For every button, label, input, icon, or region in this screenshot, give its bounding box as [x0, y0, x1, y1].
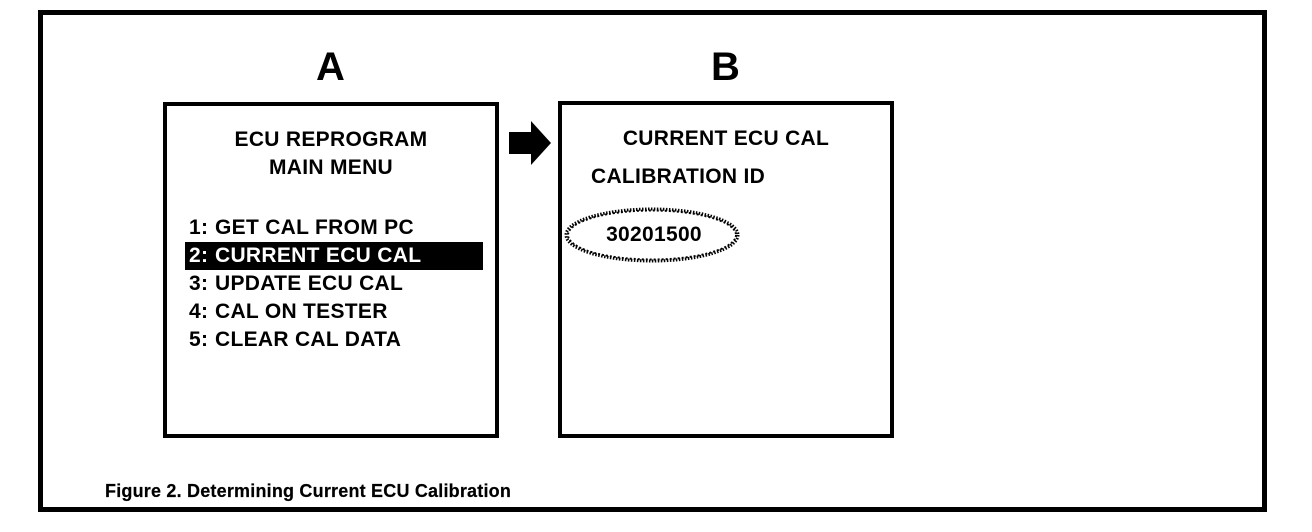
screen-panel-b: CURRENT ECU CAL CALIBRATION ID 30201500: [558, 101, 894, 438]
menu-item-2-label: CURRENT ECU CAL: [215, 244, 422, 267]
calibration-id-callout: 30201500: [562, 205, 742, 265]
menu-item-5-label: CLEAR CAL DATA: [215, 328, 402, 351]
menu-item-5-number: 5:: [189, 328, 209, 351]
panel-a-title-line2: MAIN MENU: [268, 156, 394, 179]
panel-label-a: A: [316, 45, 345, 89]
menu-item-2-number: 2:: [189, 244, 209, 267]
hand-drawn-ellipse-icon: [564, 207, 740, 263]
menu-item-1-label: GET CAL FROM PC: [215, 216, 414, 239]
menu-item-3[interactable]: 3: UPDATE ECU CAL: [185, 270, 489, 298]
screen-panel-a: ECU REPROGRAM MAIN MENU 1: GET CAL FROM P…: [163, 102, 499, 438]
menu-item-4-number: 4:: [189, 300, 209, 323]
menu-item-2[interactable]: 2: CURRENT ECU CAL: [185, 242, 483, 270]
menu-item-3-number: 3:: [189, 272, 209, 295]
panel-label-b: B: [711, 45, 740, 89]
panel-b-title-line2: CALIBRATION ID: [591, 165, 766, 188]
panel-a-title-line1: ECU REPROGRAM: [234, 128, 428, 151]
menu-item-4[interactable]: 4: CAL ON TESTER: [185, 298, 489, 326]
right-arrow-icon: [509, 121, 551, 165]
menu-item-1[interactable]: 1: GET CAL FROM PC: [185, 214, 489, 242]
calibration-id-value: 30201500: [606, 223, 702, 246]
menu-item-4-label: CAL ON TESTER: [215, 300, 388, 323]
figure-outer-frame: A B ECU REPROGRAM MAIN MENU 1: GET CAL FR…: [38, 10, 1267, 512]
panel-b-title-line1: CURRENT ECU CAL: [622, 127, 830, 150]
figure-caption: Figure 2. Determining Current ECU Calibr…: [105, 481, 512, 501]
main-menu-list: 1: GET CAL FROM PC 2: CURRENT ECU CAL 3: UP…: [185, 214, 489, 354]
menu-item-5[interactable]: 5: CLEAR CAL DATA: [185, 326, 489, 354]
menu-item-1-number: 1:: [189, 216, 209, 239]
menu-item-3-label: UPDATE ECU CAL: [215, 272, 404, 295]
